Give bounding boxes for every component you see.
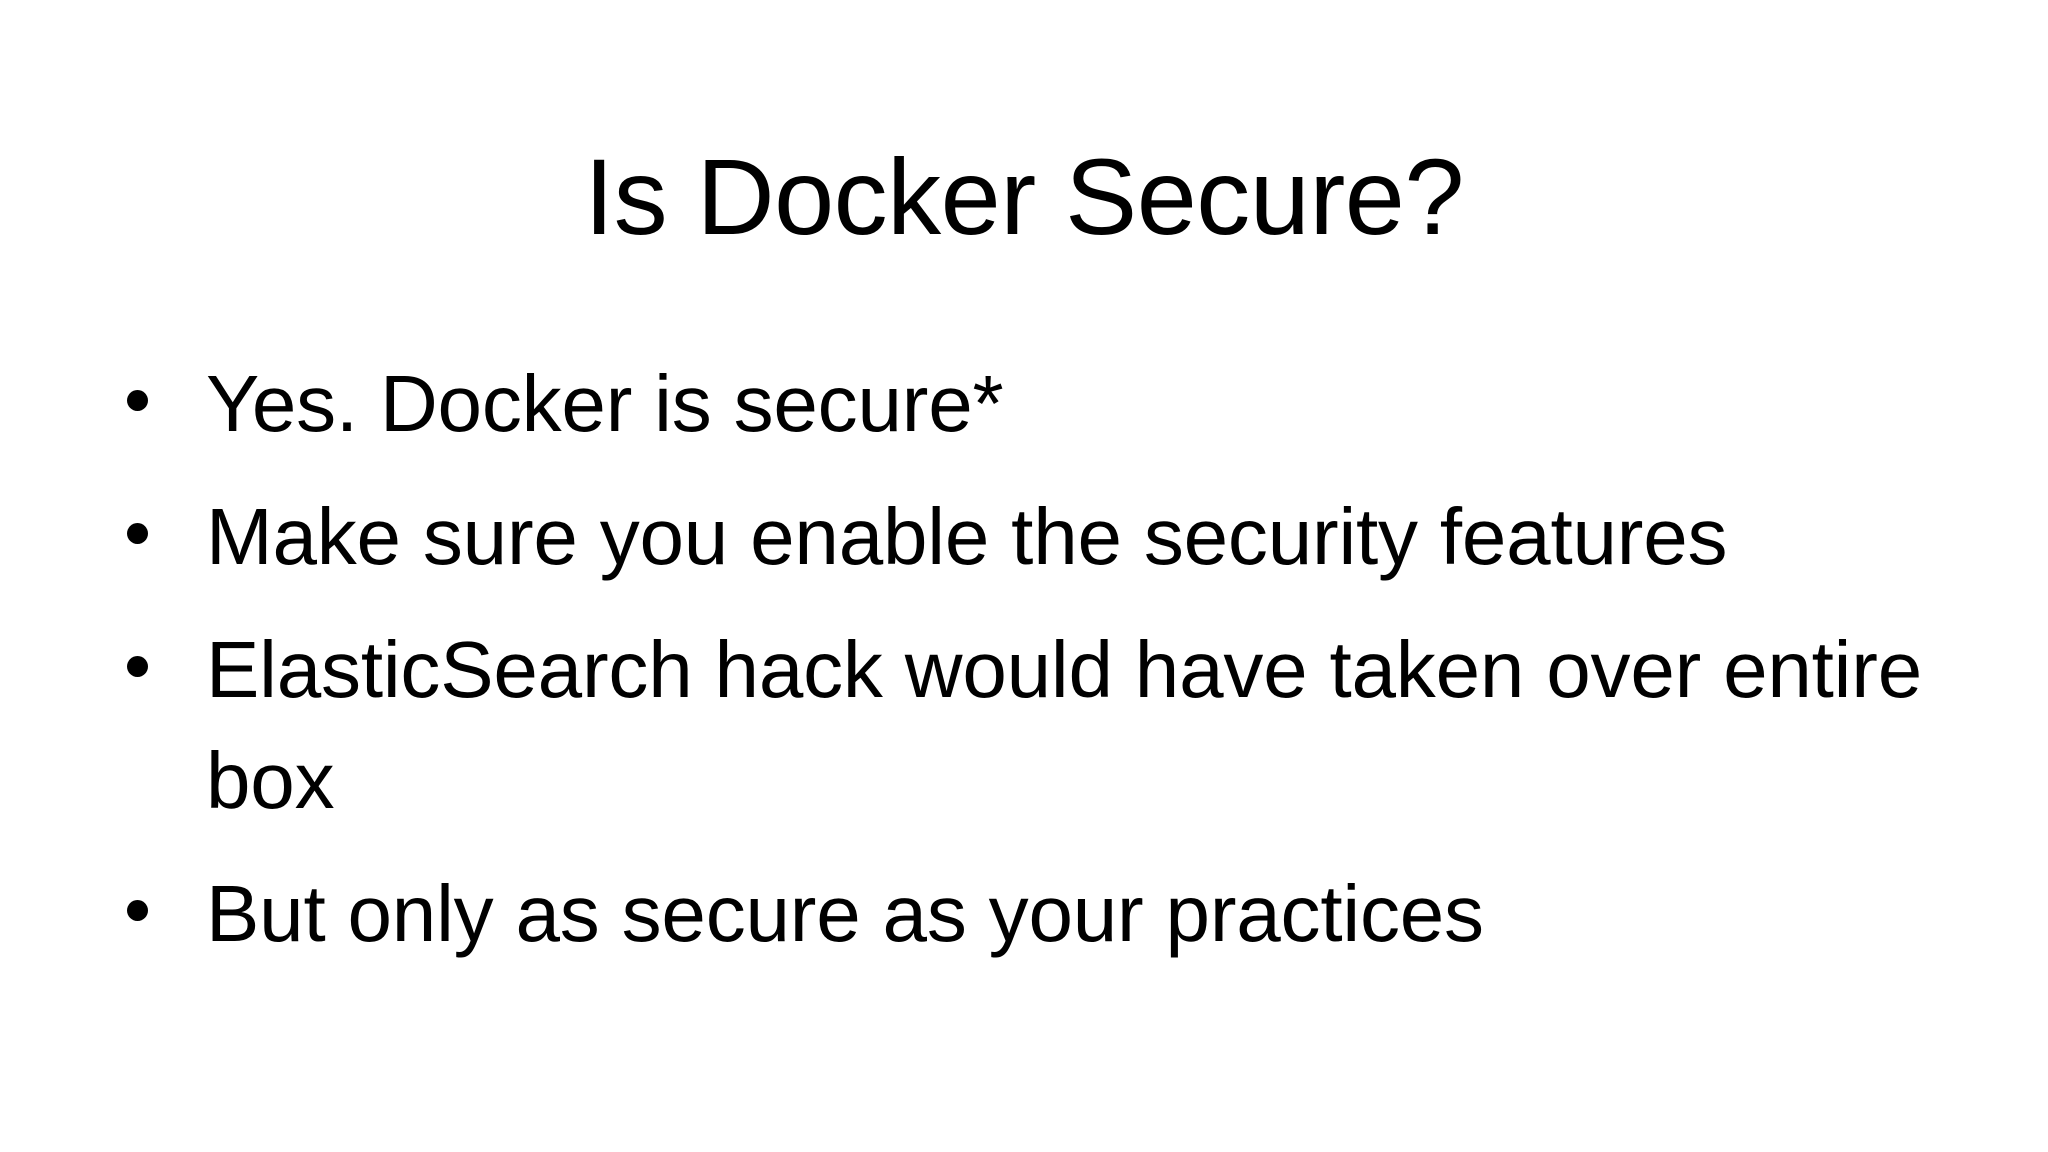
list-item-text: Make sure you enable the security featur… [206,492,1728,581]
list-item-text: Yes. Docker is secure* [206,359,1004,448]
bullet-point-icon [127,900,148,921]
list-item[interactable]: Yes. Docker is secure* [118,348,1938,459]
list-item-text: But only as secure as your practices [206,869,1484,958]
list-item-text: ElasticSearch hack would have taken over… [206,625,1922,825]
bullet-point-icon [127,656,148,677]
bullet-point-icon [127,390,148,411]
list-item[interactable]: ElasticSearch hack would have taken over… [118,614,1938,836]
list-item[interactable]: Make sure you enable the security featur… [118,481,1938,592]
bullet-list: Yes. Docker is secure* Make sure you ena… [118,348,1938,969]
slide-title: Is Docker Secure? [584,136,1464,258]
list-item[interactable]: But only as secure as your practices [118,858,1938,969]
bullet-point-icon [127,523,148,544]
